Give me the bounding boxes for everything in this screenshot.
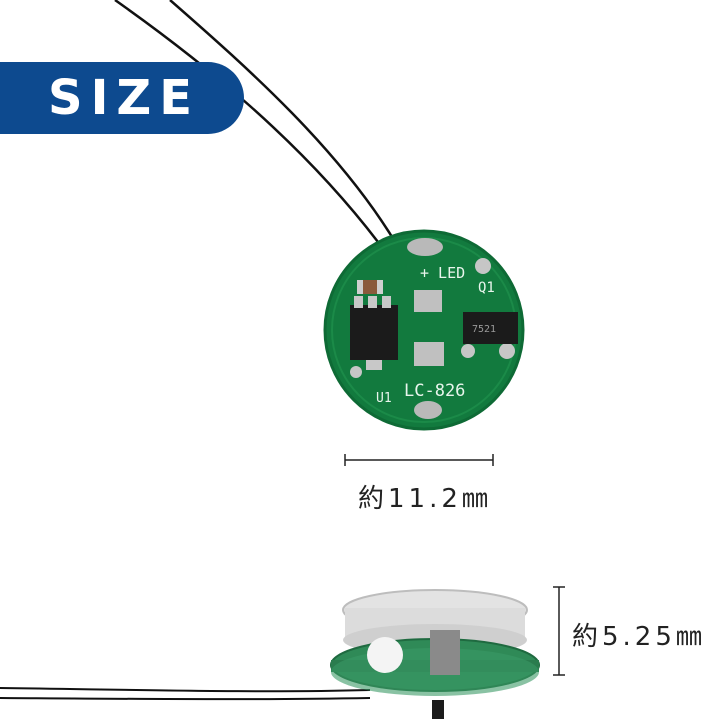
silk-led-label: + LED — [420, 264, 465, 282]
diameter-label: 約11.2㎜ — [358, 484, 492, 514]
size-badge: SIZE — [0, 62, 244, 134]
chip-marking: 7521 — [472, 324, 496, 335]
pcb-side-view — [0, 589, 540, 719]
silk-model-label: LC-826 — [404, 381, 465, 401]
pcb-top-view: + LED Q1 LC-826 U1 7521 — [323, 229, 525, 431]
silk-u1-label: U1 — [376, 391, 392, 406]
diameter-dimension-line — [344, 454, 494, 466]
size-badge-label: SIZE — [48, 70, 201, 126]
silk-q1-label: Q1 — [478, 280, 495, 296]
lead-wires — [114, 0, 399, 246]
height-dimension-line — [553, 586, 565, 676]
height-label: 約5.25㎜ — [572, 622, 706, 652]
